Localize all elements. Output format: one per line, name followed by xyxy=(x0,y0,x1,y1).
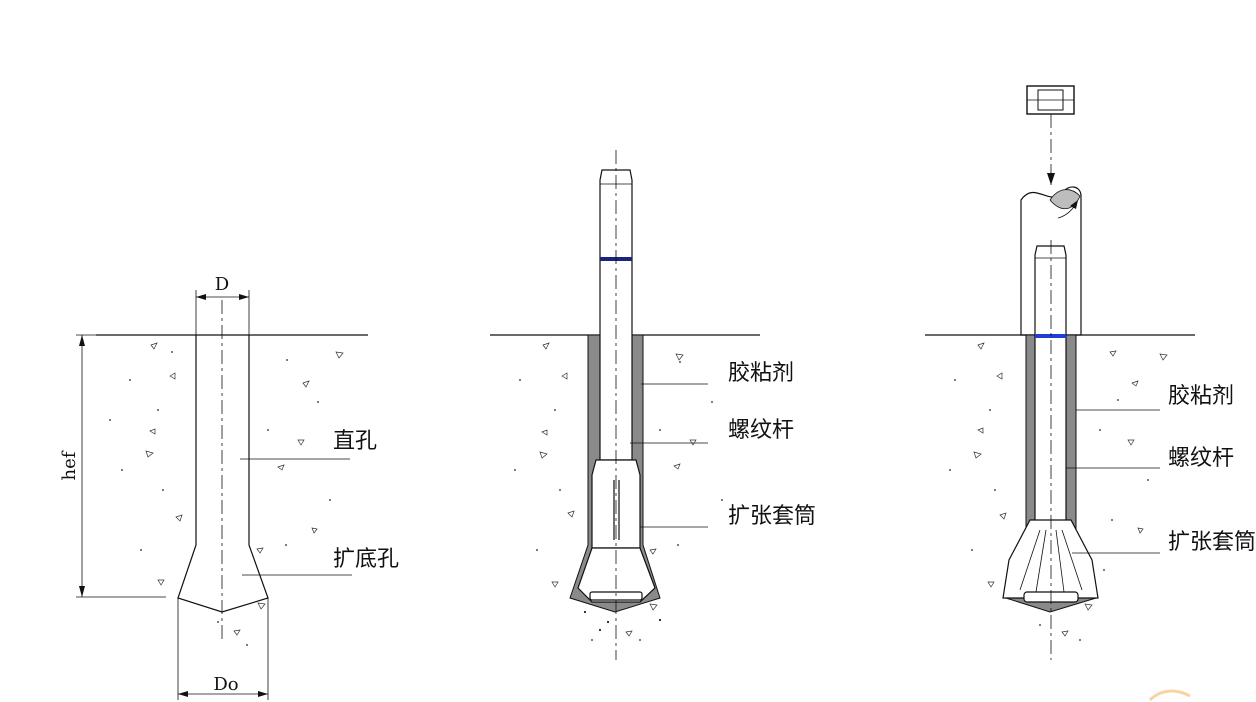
panel-anchor-set: 胶粘剂 螺纹杆 扩张套筒 xyxy=(925,85,1256,660)
dimension-d-label: D xyxy=(215,274,229,295)
concrete-hatch-2 xyxy=(514,342,723,641)
panel-anchor-inserted: 胶粘剂 螺纹杆 扩张套筒 xyxy=(490,150,816,660)
label-rod-3: 螺纹杆 xyxy=(1168,446,1234,471)
expansion-sleeve-3 xyxy=(1002,519,1099,599)
threaded-rod-3 xyxy=(1034,245,1067,536)
dimension-d: D xyxy=(195,274,250,335)
drive-arrow xyxy=(1047,173,1055,185)
dimension-hef-label: hef xyxy=(59,450,80,480)
marker-band-3 xyxy=(1035,334,1066,338)
expansion-cone-2 xyxy=(577,547,656,603)
dimension-hef: hef xyxy=(59,334,166,598)
hole-outline xyxy=(177,335,269,613)
label-adhesive-3: 胶粘剂 xyxy=(1168,384,1234,409)
dimension-do: Do xyxy=(177,598,269,700)
hex-nut-icon xyxy=(1026,85,1075,115)
label-sleeve-3: 扩张套筒 xyxy=(1168,530,1256,555)
label-adhesive-2: 胶粘剂 xyxy=(728,361,794,386)
label-straight-hole: 直孔 xyxy=(333,429,377,454)
label-sleeve-2: 扩张套筒 xyxy=(728,504,816,529)
panel-drilled-hole: D hef Do 直孔 扩底孔 xyxy=(59,274,399,700)
concrete-hatch-3 xyxy=(949,342,1168,641)
dimension-do-label: Do xyxy=(213,674,238,695)
concrete-hatch-1 xyxy=(109,342,344,646)
label-rod-2: 螺纹杆 xyxy=(728,418,794,443)
label-undercut-hole: 扩底孔 xyxy=(333,547,399,572)
watermark-mark xyxy=(1148,689,1191,702)
